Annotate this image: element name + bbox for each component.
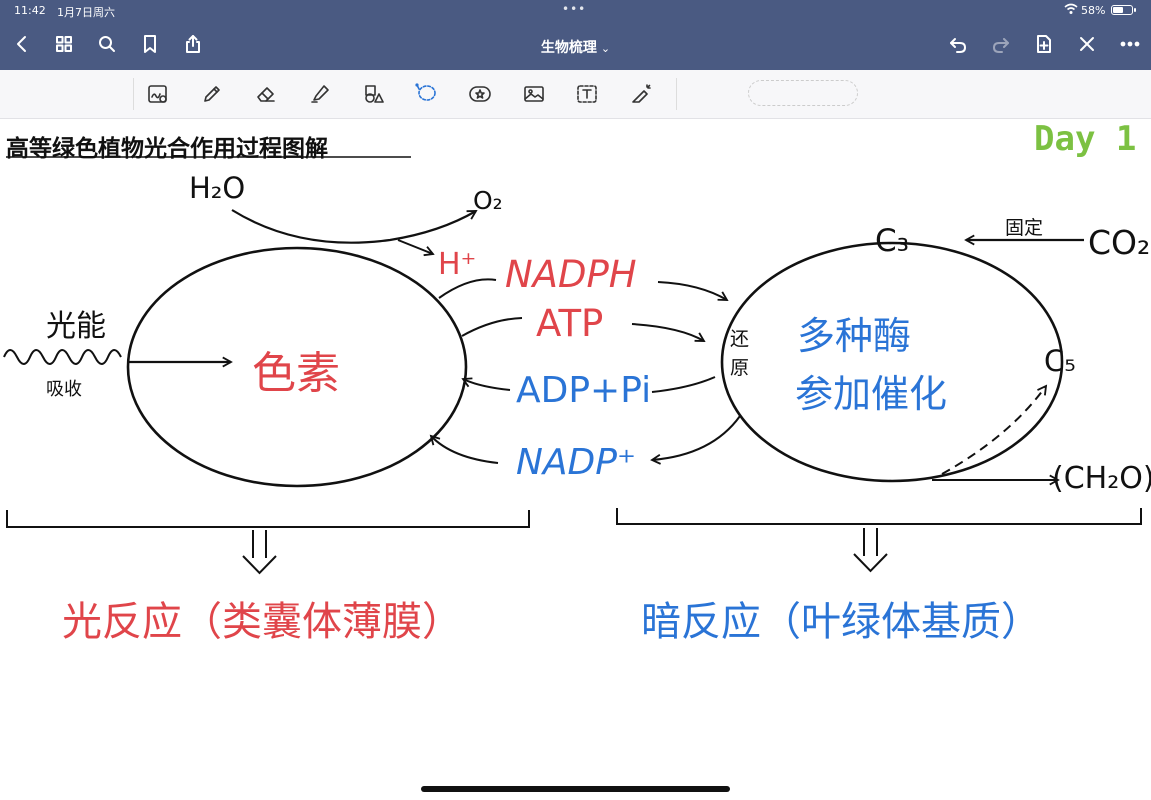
undo-icon xyxy=(950,38,966,53)
dark-reaction-ellipse xyxy=(720,241,1064,483)
water-to-oxygen-arrow xyxy=(231,209,476,244)
dark-reaction-label: 暗反应（叶绿体基质） xyxy=(641,599,1041,645)
eraser-icon xyxy=(257,87,275,102)
battery-percent: 58% xyxy=(1081,4,1106,17)
close-icon xyxy=(1080,37,1094,51)
dark-reaction-bracket xyxy=(616,508,1142,525)
absorb-label: 吸收 xyxy=(46,379,82,400)
pen-tool[interactable] xyxy=(198,80,226,108)
document-title[interactable]: 生物梳理⌄ xyxy=(0,37,1151,57)
light-energy-label: 光能 xyxy=(46,309,106,344)
wifi-icon xyxy=(1064,3,1078,14)
day-label: Day 1 xyxy=(1034,119,1137,159)
zoom-window-tool[interactable] xyxy=(144,80,172,108)
undo-button[interactable] xyxy=(944,30,972,58)
oxygen-label: O₂ xyxy=(473,186,503,215)
light-reaction-bracket xyxy=(6,510,530,528)
add-page-icon xyxy=(1037,35,1051,53)
status-date: 1月7日周六 xyxy=(57,6,115,19)
eraser-tool[interactable] xyxy=(252,80,280,108)
ch2o-label: (CH₂O) xyxy=(1052,461,1151,496)
back-button[interactable] xyxy=(8,30,36,58)
share-button[interactable] xyxy=(179,30,207,58)
status-time: 11:42 xyxy=(14,4,46,17)
sticker-tool[interactable] xyxy=(466,80,494,108)
more-icon xyxy=(1120,41,1140,47)
zoom-window-icon xyxy=(148,85,167,103)
home-indicator[interactable] xyxy=(421,786,730,792)
shapes-icon xyxy=(365,85,384,103)
document-title-text: 生物梳理 xyxy=(540,40,597,56)
enzymes-label-2: 参加催化 xyxy=(795,372,948,416)
water-label: H₂O xyxy=(189,171,246,205)
nadph-out-stroke xyxy=(438,278,497,299)
c5-regeneration-arrow xyxy=(941,386,1046,475)
battery-icon xyxy=(1111,5,1136,15)
h-plus-label: H⁺ xyxy=(438,247,477,282)
reduction-label-2: 原 xyxy=(730,357,750,379)
redo-button[interactable] xyxy=(987,30,1015,58)
nadp-plus-label: NADP⁺ xyxy=(516,442,636,483)
atp-out-stroke xyxy=(461,317,523,337)
share-icon xyxy=(186,35,200,53)
light-down-arrow xyxy=(242,530,277,575)
light-energy-wave xyxy=(3,349,122,365)
atp-label: ATP xyxy=(536,302,604,345)
adp-pi-label: ADP+Pi xyxy=(516,370,652,411)
sticker-icon xyxy=(469,86,491,102)
lasso-icon xyxy=(415,83,436,101)
text-tool[interactable] xyxy=(573,80,601,108)
drawing-toolbar xyxy=(0,70,1151,119)
nadp-in-arrow xyxy=(431,436,499,464)
more-button[interactable] xyxy=(1116,30,1144,58)
grid-view-button[interactable] xyxy=(50,30,78,58)
pigment-label: 色素 xyxy=(252,348,340,399)
image-icon xyxy=(524,86,544,102)
multitask-dots-icon[interactable]: ••• xyxy=(562,2,587,16)
bookmark-button[interactable] xyxy=(136,30,164,58)
shapes-tool[interactable] xyxy=(359,80,387,108)
close-edit-button[interactable] xyxy=(1073,30,1101,58)
note-heading: 高等绿色植物光合作用过程图解 xyxy=(6,136,328,162)
search-icon xyxy=(99,36,115,52)
toolbar-divider xyxy=(676,78,677,110)
dark-down-arrow xyxy=(853,528,888,573)
text-icon xyxy=(577,85,597,103)
add-page-button[interactable] xyxy=(1030,30,1058,58)
bookmark-icon xyxy=(144,35,156,53)
laser-pointer-icon xyxy=(632,84,651,103)
reduction-label-1: 还 xyxy=(730,328,750,350)
enzymes-label-1: 多种酶 xyxy=(797,314,912,358)
laser-pointer-tool[interactable] xyxy=(627,80,655,108)
c3-label: C₃ xyxy=(875,223,910,259)
light-reaction-label: 光反应（类囊体薄膜） xyxy=(62,599,462,645)
highlighter-tool[interactable] xyxy=(306,80,334,108)
atp-to-stroma-arrow xyxy=(631,323,704,341)
grid-icon xyxy=(56,36,72,52)
top-bar: 11:42 1月7日周六 ••• 58% 生物梳理⌄ xyxy=(0,0,1151,70)
image-tool[interactable] xyxy=(520,80,548,108)
nadp-from-stroma-arrow xyxy=(652,415,741,460)
highlighter-icon xyxy=(311,85,329,103)
adp-from-stroma-stroke xyxy=(651,376,716,393)
chevron-down-icon: ⌄ xyxy=(600,42,611,55)
nadph-label: NADPH xyxy=(505,253,637,296)
toolbar-divider xyxy=(133,78,134,110)
pen-icon xyxy=(204,86,220,102)
search-button[interactable] xyxy=(93,30,121,58)
co2-label: CO₂ xyxy=(1088,223,1151,262)
redo-icon xyxy=(993,38,1009,53)
light-reaction-ellipse xyxy=(126,246,468,488)
to-h-plus-arrow xyxy=(397,239,433,254)
note-canvas[interactable]: 高等绿色植物光合作用过程图解 Day 1 H₂O O₂ H⁺ 光能 吸收 色素 … xyxy=(0,119,1151,800)
nadph-to-stroma-arrow xyxy=(657,281,727,300)
c5-label: C₅ xyxy=(1044,344,1076,378)
note-drawing xyxy=(3,156,1142,575)
adp-in-arrow xyxy=(463,379,511,391)
lasso-tool[interactable] xyxy=(412,80,440,108)
chevron-left-icon xyxy=(17,36,26,52)
fixation-label: 固定 xyxy=(1005,217,1044,239)
lasso-preview-pill[interactable] xyxy=(748,80,858,106)
